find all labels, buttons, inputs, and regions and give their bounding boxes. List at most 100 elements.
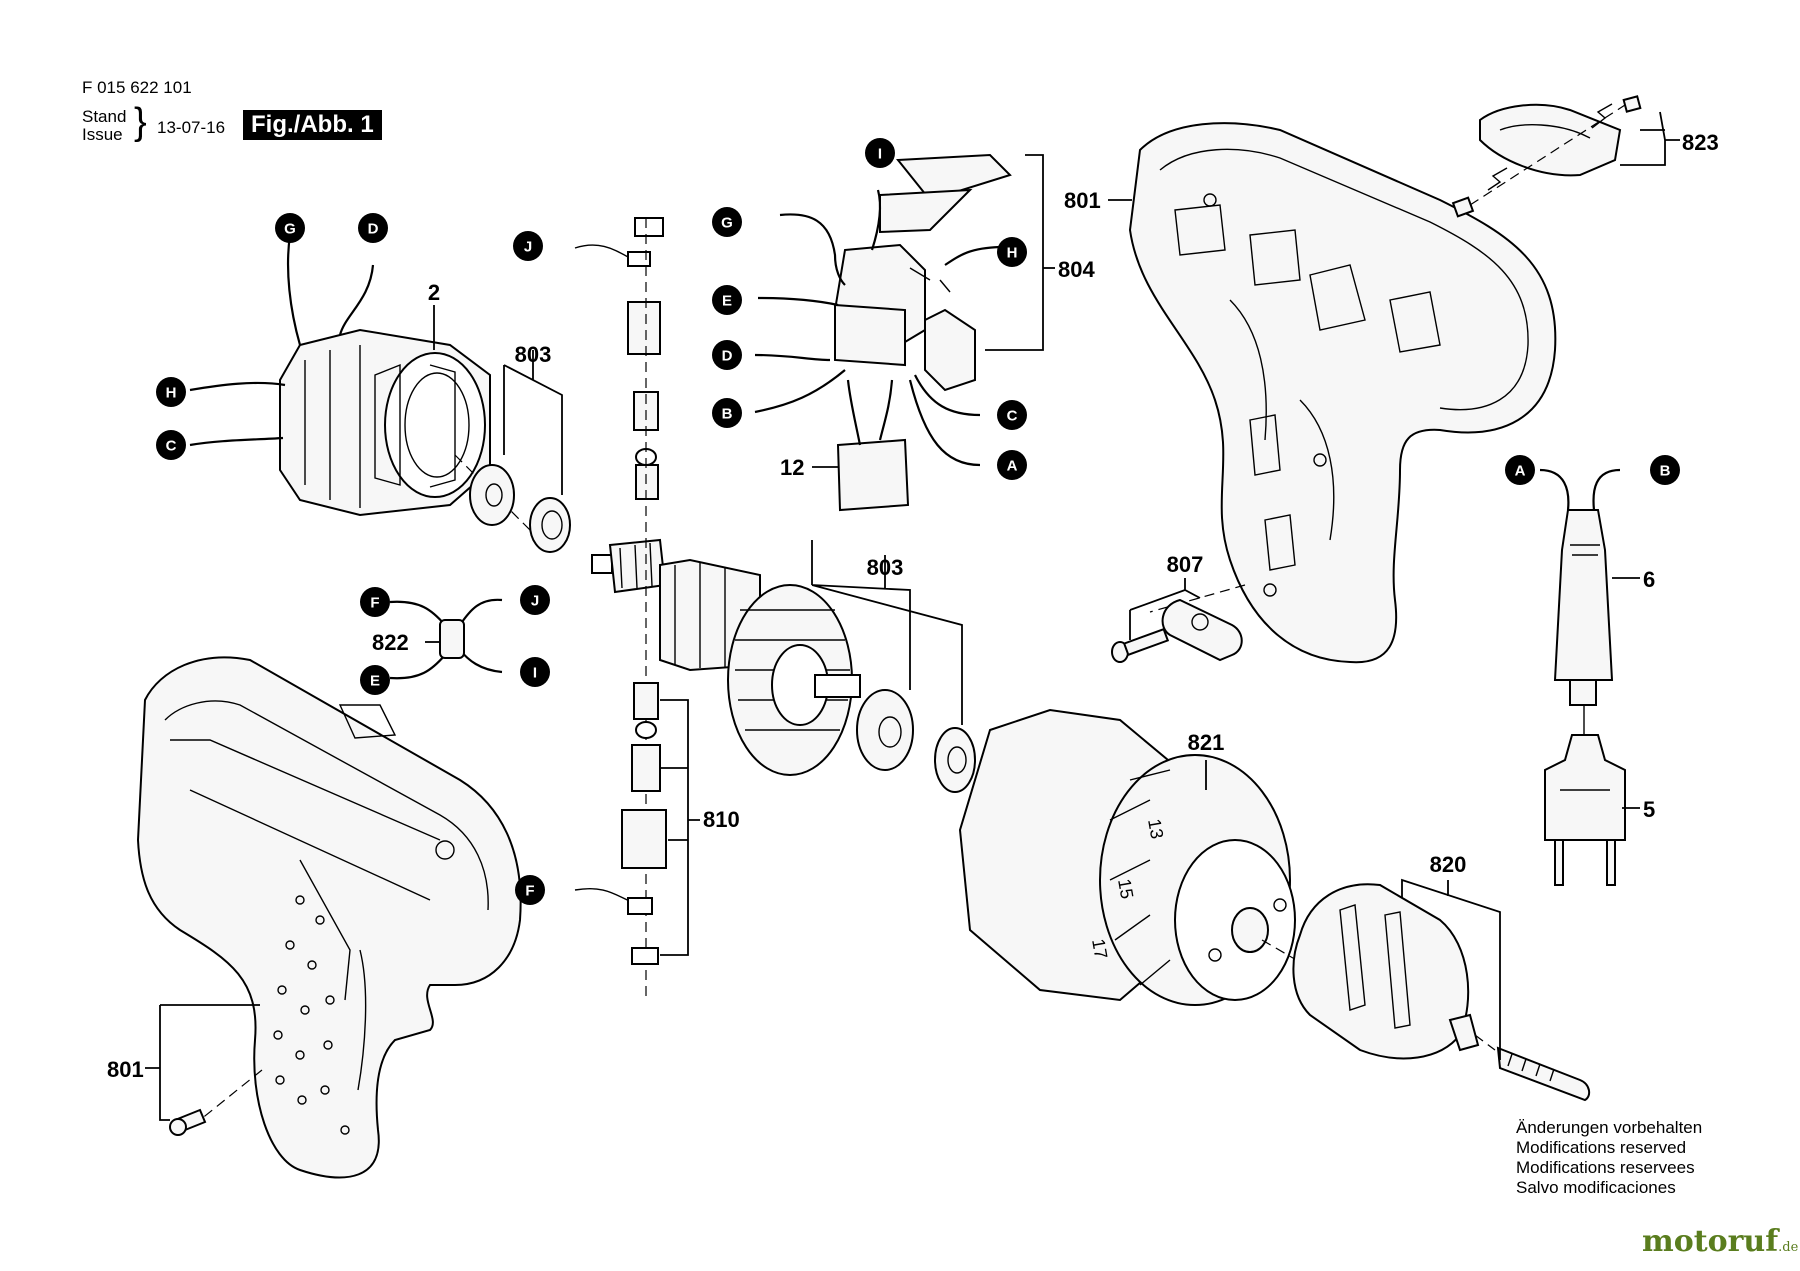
- connector-letter: I: [878, 146, 882, 163]
- connector-letter: G: [721, 215, 733, 232]
- gearbox-part: 13 15 17: [958, 708, 1306, 1006]
- chuck-part: [1292, 883, 1591, 1102]
- connector-circle: [712, 207, 742, 237]
- svg-text:13: 13: [1144, 817, 1167, 840]
- label-connector: 822: [372, 630, 409, 655]
- connector-letter: F: [525, 883, 534, 900]
- connector-circle: [360, 665, 390, 695]
- note-english: Modifications reserved: [1516, 1138, 1687, 1157]
- connector-i: I: [520, 657, 550, 687]
- label-housing-right: 801: [1064, 188, 1101, 213]
- housing-right-part: [1128, 122, 1557, 664]
- note-german: Änderungen vorbehalten: [1516, 1118, 1703, 1137]
- connector-circle: [358, 213, 388, 243]
- connector-letter: D: [368, 221, 379, 238]
- issue-label: Issue: [82, 125, 123, 144]
- stator-part: [279, 328, 546, 546]
- connector-letter: B: [722, 406, 733, 423]
- label-cord-sleeve: 6: [1643, 567, 1655, 592]
- note-french: Modifications reservees: [1516, 1158, 1695, 1177]
- issue-date: 13-07-16: [157, 118, 226, 137]
- stator-wire-d: [338, 264, 375, 336]
- connector-letter: A: [1007, 458, 1018, 475]
- brand-name: motoruf: [1642, 1224, 1779, 1259]
- connector-circle: [712, 398, 742, 428]
- connector-circle: [360, 587, 390, 617]
- cap-set-part: [1451, 95, 1642, 218]
- connector-circle: [1505, 455, 1535, 485]
- connector-h: H: [156, 377, 186, 407]
- connector-letter: H: [166, 385, 177, 402]
- connector-822-part: [389, 598, 503, 680]
- connector-b: B: [712, 398, 742, 428]
- connector-h: H: [997, 237, 1027, 267]
- connector-circle: [515, 875, 545, 905]
- label-stator: 2: [428, 280, 440, 305]
- stator-wire-g: [286, 234, 302, 346]
- document-number: F 015 622 101: [82, 78, 192, 97]
- connector-letter: I: [533, 665, 537, 682]
- svg-text:15: 15: [1114, 877, 1137, 900]
- connector-circle: [520, 657, 550, 687]
- connector-j: J: [513, 231, 543, 261]
- connector-letter: B: [1660, 463, 1671, 480]
- connector-circle: [997, 400, 1027, 430]
- connector-a: A: [1505, 455, 1535, 485]
- grip-dots: [273, 895, 350, 1135]
- label-capacitor: 12: [780, 455, 804, 480]
- brand-suffix: .de: [1778, 1240, 1799, 1255]
- connector-j: J: [520, 585, 550, 615]
- stand-label: Stand: [82, 107, 127, 126]
- connector-circle: [865, 138, 895, 168]
- connector-letter: J: [531, 593, 539, 610]
- switch-part: [833, 153, 1012, 512]
- label-plug: 5: [1643, 797, 1655, 822]
- connector-d: D: [712, 340, 742, 370]
- connector-letter: H: [1007, 245, 1018, 262]
- brace-glyph: }: [134, 101, 147, 143]
- figure-label: Fig./Abb. 1: [243, 110, 382, 140]
- connector-letter: C: [166, 438, 177, 455]
- label-screw-set: 807: [1167, 552, 1204, 577]
- bearing-left-part: [469, 464, 571, 553]
- connector-circle: [997, 237, 1027, 267]
- connector-circle: [1650, 455, 1680, 485]
- note-spanish: Salvo modificaciones: [1516, 1178, 1676, 1197]
- connector-circle: [997, 450, 1027, 480]
- stator-wire-c: [189, 436, 284, 447]
- connector-d: D: [358, 213, 388, 243]
- label-armature-bearings: 803: [867, 555, 904, 580]
- connector-circle: [156, 430, 186, 460]
- connector-circle: [712, 285, 742, 315]
- plug-part: [1544, 734, 1626, 886]
- connector-c: C: [997, 400, 1027, 430]
- connector-letter: E: [722, 293, 732, 310]
- armature-part: [591, 538, 976, 793]
- label-chuck-set: 820: [1430, 852, 1467, 877]
- connector-a: A: [997, 450, 1027, 480]
- brush-set-leader: [660, 699, 700, 956]
- brush-stack-top: [574, 217, 664, 1000]
- brush-stack-bottom: [574, 682, 667, 965]
- label-cap-set: 823: [1682, 130, 1719, 155]
- connector-f: F: [360, 587, 390, 617]
- connector-c: C: [156, 430, 186, 460]
- housing-left-part: [136, 656, 522, 1179]
- connector-circle: [520, 585, 550, 615]
- stator-wire-h: [189, 381, 286, 392]
- connector-e: E: [712, 285, 742, 315]
- armature-bearing-leader: [811, 540, 963, 725]
- connector-circle: [156, 377, 186, 407]
- screw-plate-807-part: [1111, 598, 1243, 663]
- connector-f: F: [515, 875, 545, 905]
- connector-e: E: [360, 665, 390, 695]
- connector-letter: E: [370, 673, 380, 690]
- connector-letter: F: [370, 595, 379, 612]
- brand-logo: motoruf.de: [1642, 1224, 1798, 1259]
- label-gearbox: 821: [1188, 730, 1225, 755]
- connector-circle: [712, 340, 742, 370]
- label-brush-set: 810: [703, 807, 740, 832]
- label-housing-left: 801: [107, 1057, 144, 1082]
- label-switch: 804: [1058, 257, 1095, 282]
